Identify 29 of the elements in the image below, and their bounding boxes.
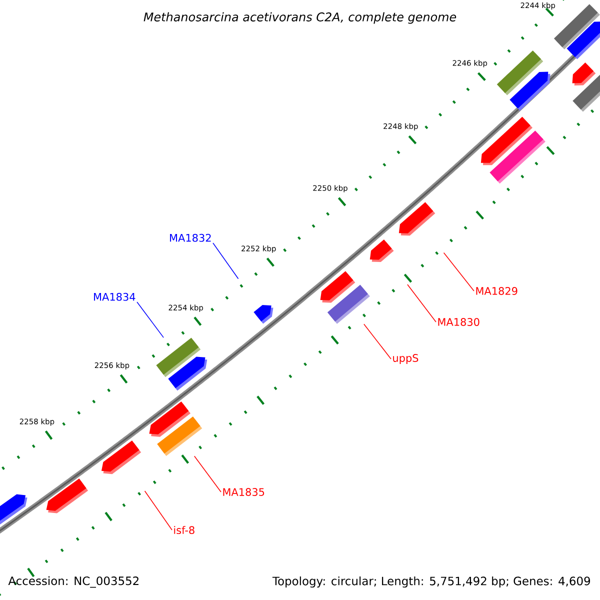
gene-block: [572, 62, 596, 86]
gene-block: [157, 416, 202, 456]
gene-block: [0, 494, 28, 528]
gene-block: [398, 202, 436, 236]
leader-line: [194, 456, 222, 492]
footer-text: Accession: NC_003552: [8, 576, 138, 588]
leader-line: [212, 242, 239, 280]
leader-line: [407, 284, 436, 322]
gene-block: [510, 72, 550, 111]
gene-label: MA1835: [223, 488, 264, 496]
gene-block: [254, 305, 274, 324]
gene-label: MA1829: [476, 287, 518, 295]
leader-line: [144, 490, 172, 530]
gene-block: [566, 21, 600, 60]
footer-text: Topology: circular; Length: 5,751,492 bp; Genes: 4,609: [272, 576, 590, 588]
leader-line: [136, 302, 164, 338]
gene-block: [370, 239, 394, 262]
gene-label: MA1834: [94, 292, 136, 301]
gene-label: MA1830: [438, 318, 480, 326]
gene-block: [490, 130, 546, 184]
leader-line: [364, 324, 392, 360]
gene-block: [46, 478, 88, 514]
gene-block: [327, 284, 370, 324]
gene-block: [101, 440, 142, 474]
gene-block: [168, 356, 208, 391]
title: Methanosarcina acetivorans C2A, complete genome: [144, 12, 456, 24]
gene-label: uppS: [393, 354, 418, 364]
gene-label: MA1832: [170, 234, 211, 242]
gene-label: isf-8: [174, 526, 194, 534]
